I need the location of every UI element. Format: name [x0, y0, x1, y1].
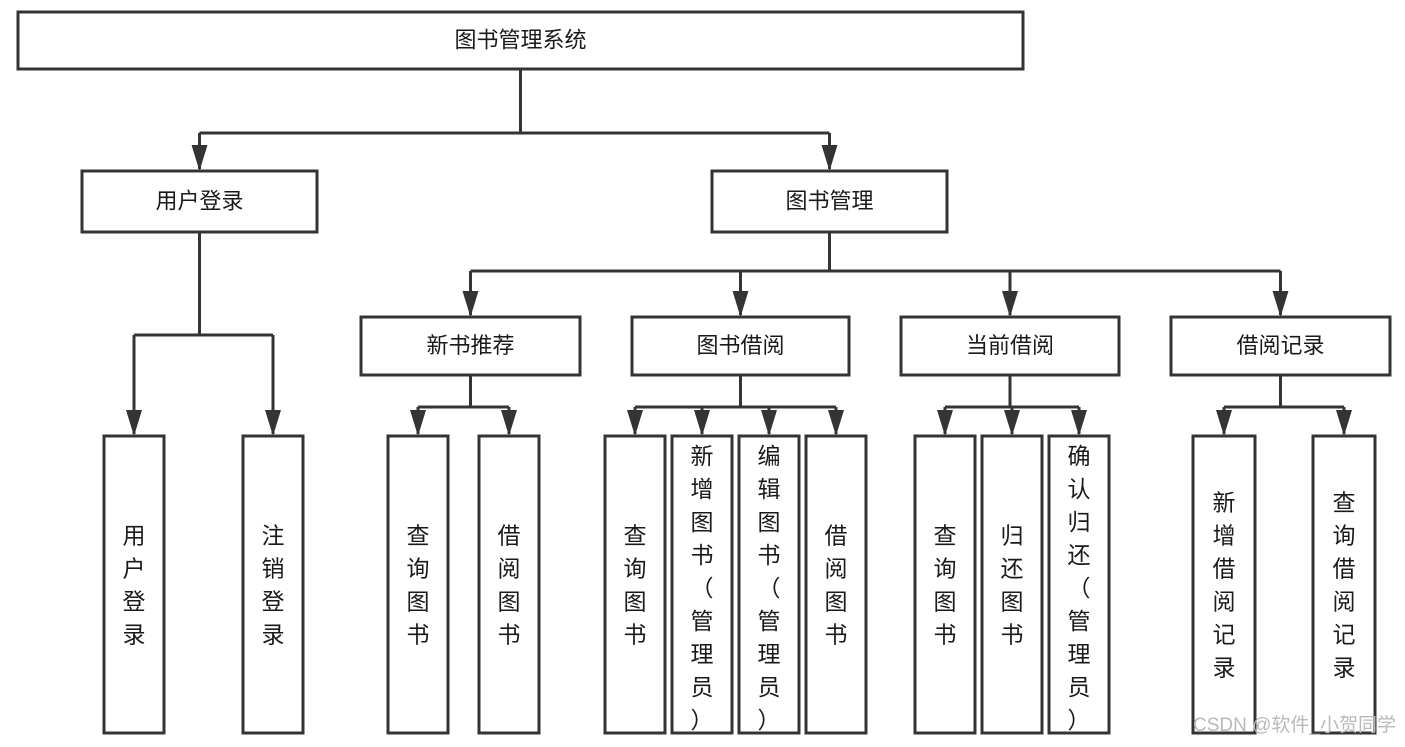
node-label-leaf-query-book-recommend: 查询图书 [407, 523, 430, 648]
node-box-book-management[interactable] [710, 169, 949, 234]
node-box-book-borrow[interactable] [630, 315, 851, 377]
arrow-head-book-borrow [732, 291, 749, 317]
node-box-new-book-recommend[interactable] [359, 315, 582, 377]
arrow-head-leaf-query-book-current [937, 410, 953, 436]
arrow-head-leaf-add-borrow-record [1216, 410, 1232, 436]
node-label-leaf-borrow-book: 借阅图书 [825, 523, 848, 648]
node-leaf-query-book-borrow[interactable]: 查询图书 [603, 434, 667, 735]
node-leaf-query-book-recommend[interactable]: 查询图书 [386, 434, 450, 735]
node-label-leaf-return-book: 归还图书 [1001, 523, 1024, 648]
node-label-leaf-borrow-book-recommend: 借阅图书 [498, 523, 521, 648]
node-leaf-query-borrow-record[interactable]: 查询借阅记录 [1311, 434, 1377, 735]
arrow-head-leaf-edit-book [761, 410, 777, 436]
node-layer: 图书管理系统用户登录图书管理新书推荐图书借阅当前借阅借阅记录用户登录注销登录查询… [16, 10, 1392, 735]
node-book-borrow[interactable]: 图书借阅 [630, 315, 851, 377]
node-label-user-login: 用户登录 [155, 188, 243, 213]
connector-book-management [462, 232, 1289, 317]
node-user-login[interactable]: 用户登录 [80, 169, 319, 234]
arrow-head-new-book-recommend [462, 291, 479, 317]
node-box-leaf-query-borrow-record[interactable] [1311, 434, 1377, 735]
node-leaf-logout[interactable]: 注销登录 [241, 434, 305, 735]
arrow-head-book-management [821, 145, 838, 171]
node-leaf-query-book-current[interactable]: 查询图书 [913, 434, 977, 735]
arrow-head-leaf-logout [265, 410, 281, 436]
arrow-head-leaf-confirm-return [1071, 410, 1087, 436]
node-box-leaf-query-book-recommend[interactable] [386, 434, 450, 735]
node-current-borrow[interactable]: 当前借阅 [899, 315, 1121, 377]
node-label-leaf-user-login: 用户登录 [123, 523, 146, 648]
node-box-leaf-user-login[interactable] [102, 434, 166, 735]
arrow-head-leaf-return-book [1004, 410, 1020, 436]
csdn-watermark: CSDN @软件_小贺同学 [1193, 714, 1396, 736]
node-box-leaf-query-book-current[interactable] [913, 434, 977, 735]
node-box-root[interactable] [16, 10, 1025, 71]
node-label-borrow-record: 借阅记录 [1236, 333, 1324, 358]
arrow-head-leaf-query-borrow-record [1336, 410, 1352, 436]
node-leaf-add-book[interactable]: 新增图书（管理员） [670, 434, 734, 735]
arrow-head-user-login [191, 145, 208, 171]
connector-user-login [126, 232, 281, 436]
arrow-head-leaf-borrow-book-recommend [501, 410, 517, 436]
node-label-new-book-recommend: 新书推荐 [426, 333, 514, 358]
node-box-leaf-confirm-return[interactable] [1047, 434, 1111, 735]
node-leaf-borrow-book[interactable]: 借阅图书 [804, 434, 868, 735]
arrow-head-leaf-user-login [126, 410, 142, 436]
node-box-current-borrow[interactable] [899, 315, 1121, 377]
arrow-head-leaf-query-book-borrow [627, 410, 643, 436]
connector-layer [126, 69, 1352, 436]
arrow-head-leaf-query-book-recommend [410, 410, 426, 436]
connector-book-borrow [627, 375, 844, 436]
arrow-head-leaf-add-book [694, 410, 710, 436]
connector-root [191, 69, 838, 171]
arrow-head-current-borrow [1002, 291, 1018, 317]
node-box-leaf-edit-book[interactable] [737, 434, 801, 735]
node-box-leaf-query-book-borrow[interactable] [603, 434, 667, 735]
node-label-leaf-query-book-current: 查询图书 [934, 523, 957, 648]
node-label-leaf-logout: 注销登录 [262, 523, 285, 648]
node-box-leaf-logout[interactable] [241, 434, 305, 735]
node-leaf-confirm-return[interactable]: 确认归还（管理员） [1047, 434, 1111, 735]
node-box-leaf-borrow-book[interactable] [804, 434, 868, 735]
node-label-leaf-edit-book: 编辑图书（管理员） [758, 443, 781, 733]
node-label-book-management: 图书管理 [785, 188, 873, 213]
node-book-management[interactable]: 图书管理 [710, 169, 949, 234]
node-label-current-borrow: 当前借阅 [966, 333, 1054, 358]
node-box-leaf-borrow-book-recommend[interactable] [477, 434, 541, 735]
node-box-user-login[interactable] [80, 169, 319, 234]
node-borrow-record[interactable]: 借阅记录 [1169, 315, 1392, 377]
node-label-book-borrow: 图书借阅 [696, 333, 784, 358]
node-leaf-user-login[interactable]: 用户登录 [102, 434, 166, 735]
node-box-leaf-return-book[interactable] [980, 434, 1044, 735]
node-label-leaf-confirm-return: 确认归还（管理员） [1068, 443, 1091, 733]
connector-current-borrow [937, 375, 1087, 436]
arrow-head-leaf-borrow-book [828, 410, 844, 436]
node-box-leaf-add-borrow-record[interactable] [1191, 434, 1257, 735]
node-leaf-edit-book[interactable]: 编辑图书（管理员） [737, 434, 801, 735]
node-root[interactable]: 图书管理系统 [16, 10, 1025, 71]
node-new-book-recommend[interactable]: 新书推荐 [359, 315, 582, 377]
connector-borrow-record [1216, 375, 1352, 436]
node-label-root: 图书管理系统 [454, 27, 586, 52]
node-leaf-return-book[interactable]: 归还图书 [980, 434, 1044, 735]
node-label-leaf-query-borrow-record: 查询借阅记录 [1333, 490, 1356, 681]
node-label-leaf-query-book-borrow: 查询图书 [624, 523, 647, 648]
node-box-leaf-add-book[interactable] [670, 434, 734, 735]
node-box-borrow-record[interactable] [1169, 315, 1392, 377]
connector-new-book-recommend [410, 375, 517, 436]
node-label-leaf-add-book: 新增图书（管理员） [691, 443, 714, 733]
node-label-leaf-add-borrow-record: 新增借阅记录 [1213, 490, 1236, 681]
node-leaf-borrow-book-recommend[interactable]: 借阅图书 [477, 434, 541, 735]
node-leaf-add-borrow-record[interactable]: 新增借阅记录 [1191, 434, 1257, 735]
arrow-head-borrow-record [1272, 291, 1289, 317]
